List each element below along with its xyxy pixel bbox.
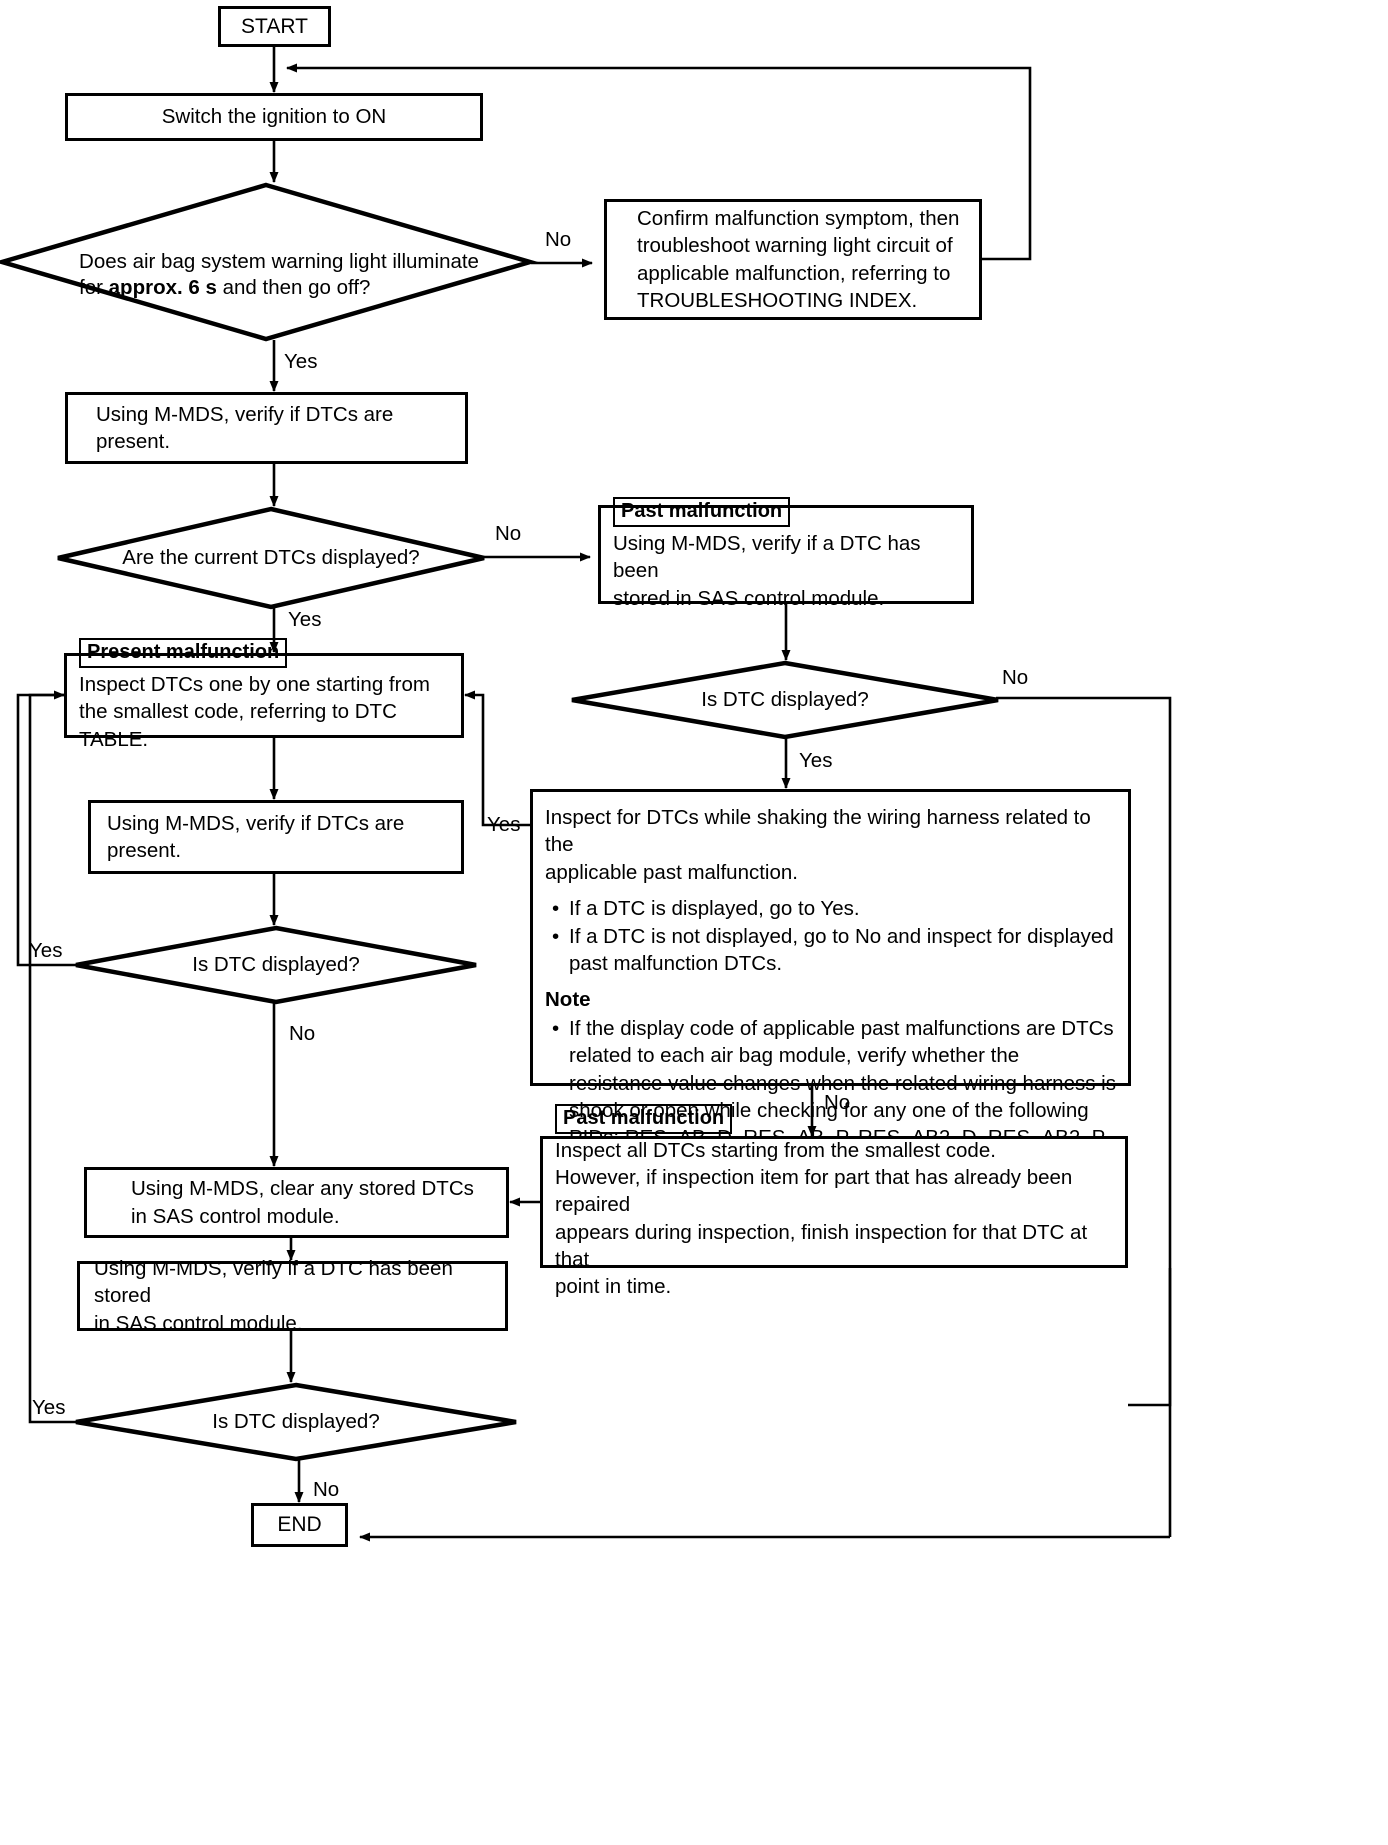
edge-label-current-yes: Yes (288, 608, 322, 631)
node-end: END (251, 1503, 348, 1547)
node-present-malfunction-label: Inspect DTCs one by one starting from th… (79, 673, 430, 751)
node-start-label: START (241, 14, 308, 38)
edge-label-bottom-dtc-yes: Yes (32, 1396, 66, 1419)
decision-dtc-displayed-left: Is DTC displayed? (74, 925, 478, 1005)
shake-harness-bullet-list: If a DTC is displayed, go to Yes. If a D… (545, 895, 1116, 979)
node-start: START (218, 6, 331, 47)
edge-label-bottom-dtc-no: No (313, 1478, 340, 1501)
decision-dtc-displayed-left-label: Is DTC displayed? (192, 952, 360, 976)
decision-dtc-displayed-bottom-label: Is DTC displayed? (212, 1409, 380, 1433)
node-verify-dtcs-present-2-label: Using M-MDS, verify if DTCs are present. (107, 811, 405, 862)
edge-label-shake-no: No (824, 1091, 851, 1114)
node-verify-stored-dtc: Using M-MDS, verify if a DTC has been st… (77, 1257, 508, 1335)
node-past-malfunction-1-inner: Past malfunction Using M-MDS, verify if … (601, 497, 971, 612)
node-confirm-symptom-label: Confirm malfunction symptom, then troubl… (637, 207, 960, 312)
decision-dtc-displayed-bottom: Is DTC displayed? (74, 1382, 518, 1462)
node-past-malfunction-2: Past malfunction Inspect all DTCs starti… (540, 1103, 1128, 1298)
node-past-malfunction-2-inner: Past malfunction Inspect all DTCs starti… (543, 1103, 1125, 1301)
edge-label-warn-no: No (545, 228, 572, 251)
decision-warning-light: Does air bag system warning light illumi… (0, 182, 539, 342)
node-present-malfunction: Present malfunction Inspect DTCs one by … (64, 638, 464, 751)
edge-label-right-dtc-no: No (1002, 666, 1029, 689)
node-end-label: END (277, 1513, 322, 1536)
decision-current-dtcs: Are the current DTCs displayed? (56, 506, 486, 610)
node-verify-dtcs-present-2: Using M-MDS, verify if DTCs are present. (88, 800, 464, 874)
edge-label-warn-yes: Yes (284, 350, 318, 373)
past-malfunction-1-tag: Past malfunction (613, 497, 791, 528)
present-malfunction-tag: Present malfunction (79, 638, 288, 669)
node-verify-stored-dtc-label: Using M-MDS, verify if a DTC has been st… (94, 1257, 453, 1335)
node-switch-ignition: Switch the ignition to ON (65, 93, 483, 141)
decision-dtc-displayed-right-label: Is DTC displayed? (701, 687, 869, 711)
node-clear-dtcs: Using M-MDS, clear any stored DTCs in SA… (84, 1167, 509, 1238)
node-confirm-symptom: Confirm malfunction symptom, then troubl… (604, 199, 982, 320)
node-past-malfunction-1: Past malfunction Using M-MDS, verify if … (598, 497, 974, 610)
edge-label-left-dtc-yes: Yes (29, 939, 63, 962)
node-present-malfunction-inner: Present malfunction Inspect DTCs one by … (67, 638, 461, 753)
node-past-malfunction-1-label: Using M-MDS, verify if a DTC has been st… (613, 532, 921, 610)
edge-label-left-dtc-no: No (289, 1022, 316, 1045)
edge-label-shake-yes: Yes (487, 813, 521, 836)
warn-q-bold: approx. 6 s (108, 276, 217, 300)
decision-current-dtcs-label: Are the current DTCs displayed? (122, 545, 420, 569)
decision-dtc-displayed-right: Is DTC displayed? (570, 660, 1000, 740)
shake-harness-note-heading: Note (545, 987, 591, 1011)
warn-q-part2: and then go off? (216, 276, 371, 300)
list-item: If a DTC is displayed, go to Yes. (552, 895, 1116, 923)
edge-label-right-dtc-yes: Yes (799, 749, 833, 772)
node-shake-harness: Inspect for DTCs while shaking the wirin… (530, 789, 1131, 1176)
decision-warning-light-label: Does air bag system warning light illumi… (71, 222, 487, 302)
node-verify-dtcs-present-label: Using M-MDS, verify if DTCs are present. (96, 402, 394, 453)
edge-label-current-no: No (495, 522, 522, 545)
list-item: If a DTC is not displayed, go to No and … (552, 923, 1116, 978)
node-verify-dtcs-present: Using M-MDS, verify if DTCs are present. (65, 392, 468, 464)
past-malfunction-2-tag: Past malfunction (555, 1103, 733, 1134)
node-past-malfunction-2-label: Inspect all DTCs starting from the small… (555, 1138, 1088, 1298)
node-shake-harness-label: Inspect for DTCs while shaking the wirin… (545, 806, 1091, 884)
node-switch-ignition-label: Switch the ignition to ON (161, 105, 387, 129)
node-clear-dtcs-label: Using M-MDS, clear any stored DTCs in SA… (131, 1177, 474, 1228)
